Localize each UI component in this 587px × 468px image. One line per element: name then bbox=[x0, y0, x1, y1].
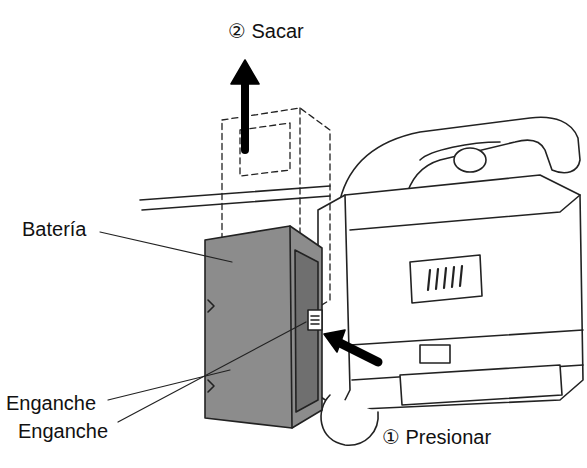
vent-frame bbox=[410, 255, 482, 303]
part-label: Enganche bbox=[18, 420, 108, 442]
handle-hole bbox=[454, 148, 486, 172]
battery-side bbox=[295, 250, 318, 412]
leader-line bbox=[100, 232, 232, 262]
latch-ribs bbox=[311, 316, 319, 324]
part-label: Enganche bbox=[6, 392, 96, 414]
belt-line bbox=[350, 330, 583, 345]
cord-line bbox=[142, 196, 330, 210]
belt-cover bbox=[400, 365, 562, 405]
housing-edge bbox=[340, 195, 350, 410]
part-label: Batería bbox=[22, 218, 86, 240]
battery bbox=[205, 226, 322, 428]
battery-grip bbox=[208, 380, 214, 392]
press-arrow-head bbox=[324, 330, 345, 352]
motor-housing bbox=[318, 175, 583, 410]
latch bbox=[308, 310, 322, 330]
callout-label: ① Presionar bbox=[382, 426, 491, 448]
callout-label: ② Sacar bbox=[228, 20, 304, 42]
pull-arrow-head bbox=[231, 60, 259, 84]
battery-edge bbox=[290, 226, 292, 428]
battery-grip bbox=[208, 300, 214, 312]
leader-line bbox=[118, 322, 306, 422]
housing-edge bbox=[350, 195, 580, 230]
press-arrow-shaft bbox=[338, 342, 378, 362]
pull-arrow-shaft bbox=[241, 82, 249, 150]
vent-slots bbox=[428, 266, 462, 290]
front-knob bbox=[321, 395, 378, 445]
belt-lever bbox=[420, 345, 450, 363]
